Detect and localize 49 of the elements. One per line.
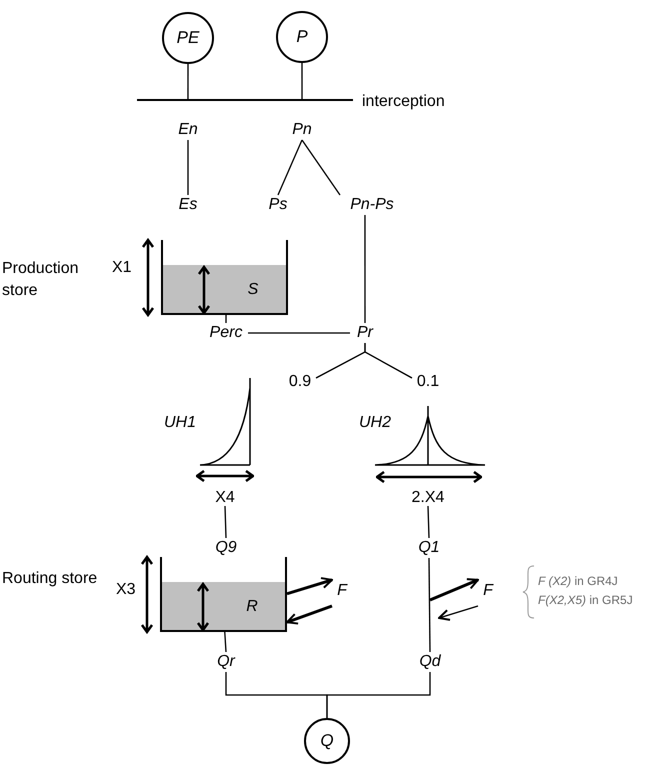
connector-line (364, 343, 412, 379)
variable-label: Q1 (412, 538, 446, 558)
connector-line (301, 63, 303, 99)
variable-label: Pn (282, 120, 322, 140)
interception-line (137, 99, 353, 101)
dimension-label: X1 (112, 259, 132, 276)
connector-line (187, 64, 189, 99)
variable-label: F (332, 576, 352, 606)
variable-label: En (168, 120, 208, 140)
store-label: Routing store (2, 570, 98, 587)
variable-label: Ps (258, 195, 298, 215)
variable-label: Q9 (209, 538, 243, 558)
annotation-text: F(X2,X5) in GR5J (538, 593, 633, 607)
connector-line (326, 672, 431, 718)
variable-label: Qd (414, 652, 446, 672)
store-label: Production store (2, 260, 78, 299)
tank-label: S (248, 281, 258, 298)
hydrograph-label: UH2 (359, 414, 392, 431)
arrow (286, 604, 333, 625)
arrow (286, 577, 333, 596)
connector-line (301, 140, 341, 196)
variable-label: Qr (210, 652, 242, 672)
connector-line (277, 140, 303, 196)
storage-tank (161, 240, 288, 315)
variable-label: F (478, 576, 498, 606)
connector-line (428, 558, 431, 652)
variable-label: 0.1 (412, 372, 444, 392)
arrow (429, 578, 479, 602)
connector-line (427, 506, 430, 538)
dimension-label: X4 (215, 489, 235, 506)
connector-line (224, 632, 227, 652)
variable-label: Pr (350, 323, 380, 343)
annotation-text: F (X2) in GR4J (538, 574, 618, 588)
storage-tank (160, 557, 287, 632)
connector-line (364, 215, 366, 323)
dimension-label: 2.X4 (412, 489, 444, 506)
variable-label: 0.9 (284, 372, 316, 392)
component-label: interception (362, 93, 445, 110)
connector-line (248, 332, 350, 334)
variable-label: Perc (204, 323, 248, 343)
dimension-label: X3 (116, 581, 136, 598)
connector-line (187, 140, 189, 195)
connector-line (225, 315, 227, 323)
hydrograph-label: UH1 (164, 414, 196, 431)
variable-label: Pn-Ps (340, 195, 404, 215)
arrow (438, 605, 478, 621)
connector-line (224, 506, 227, 538)
variable-label: Es (168, 195, 208, 215)
tank-label: R (246, 598, 258, 615)
